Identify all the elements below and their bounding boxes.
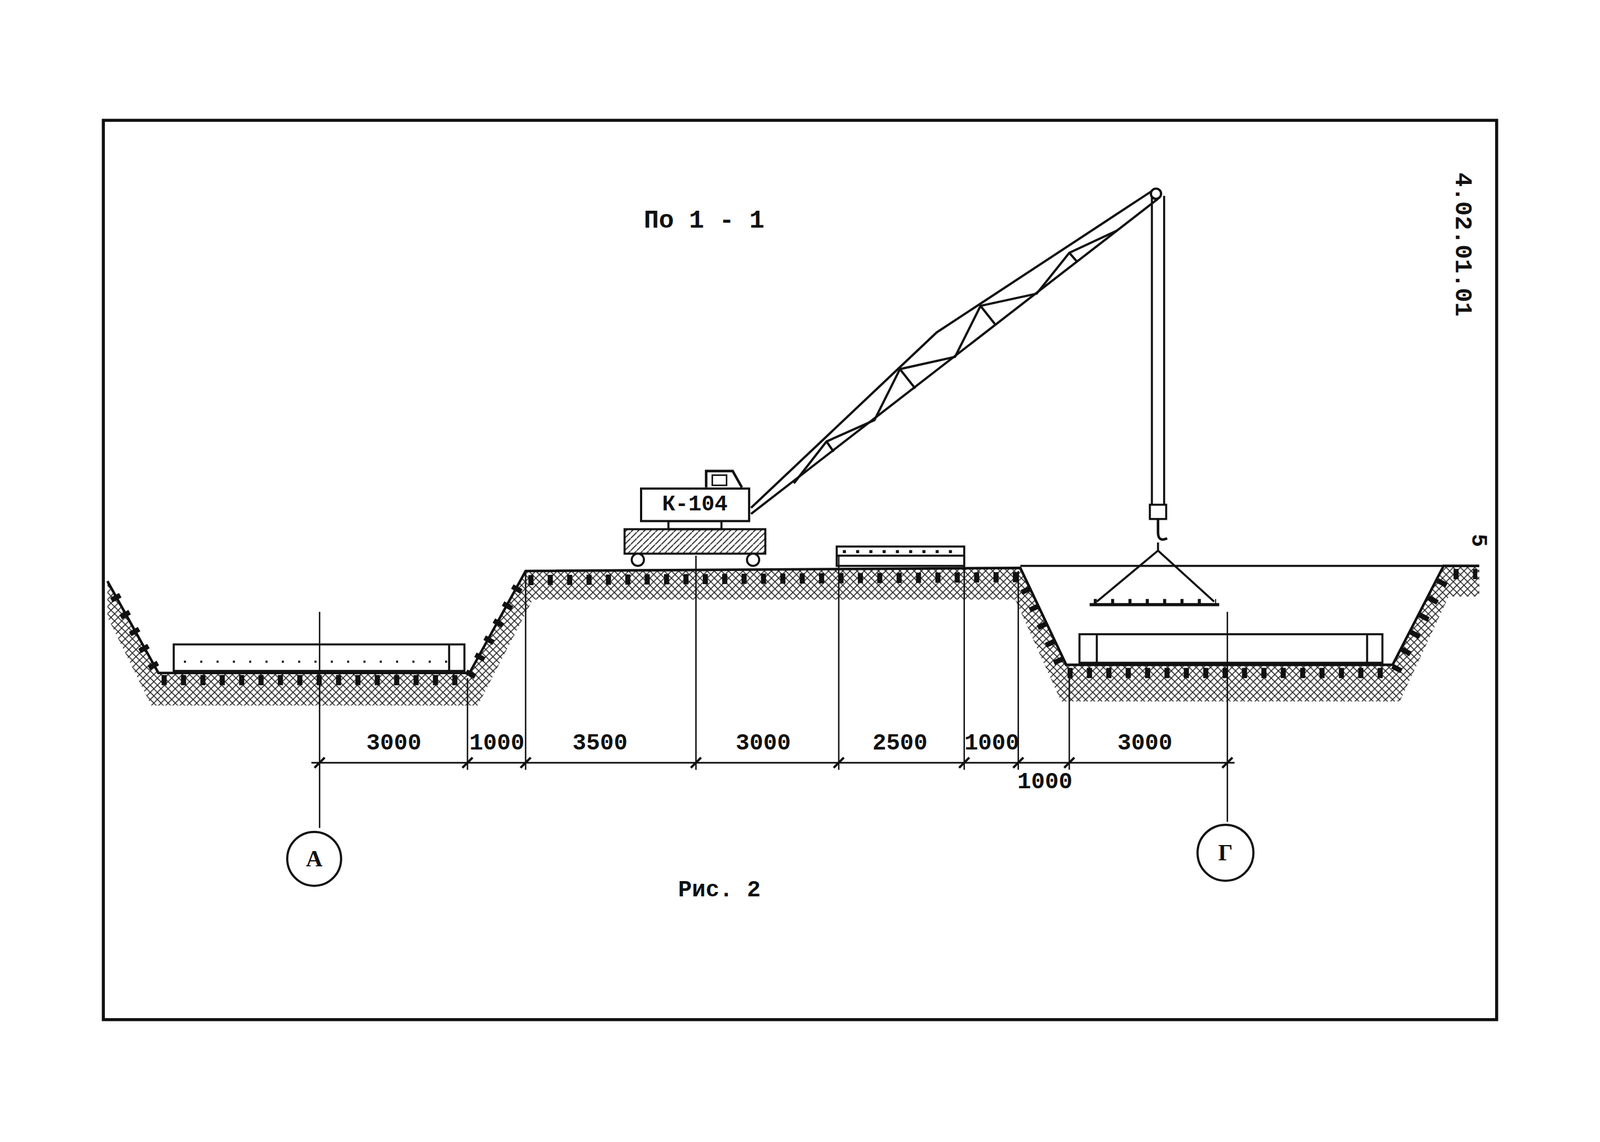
cab-outline [641,488,750,522]
ground-surface [107,566,1480,674]
extension-line [524,573,527,770]
dimension-label: 3000 [366,732,422,756]
hanging-slab-dots [1093,599,1217,604]
cabin-window [712,475,727,486]
dimension-line [311,762,1235,764]
extension-line [466,678,469,770]
crane-label: К-104 [662,494,728,517]
sheet-code: 4.02.01.01 [1450,172,1475,317]
axis-letter: Г [1218,841,1234,865]
axis-circle [287,832,342,887]
dimension-label: 3500 [572,732,628,756]
stack-dots [842,550,959,554]
crane-platform [624,529,766,554]
stack-outline [836,546,964,566]
dimension-label: 3000 [735,732,791,756]
hoist [1089,196,1219,606]
slab-dots [184,660,460,663]
axis-marker: А [285,830,343,888]
sling [1097,550,1159,602]
hook [1158,519,1168,541]
hook-block [1150,505,1167,520]
drawing-frame [103,120,1497,1020]
axis-circle [1197,825,1254,881]
extension-line [1068,667,1071,770]
ground-level-line [1020,565,1444,568]
dimension-label: 2500 [872,732,928,756]
crane-base [624,471,766,567]
extension-lines [319,555,1228,829]
sling [1157,542,1160,551]
stack-line [836,554,964,557]
extension-line [695,555,697,770]
wheel [747,553,760,566]
sling [1158,550,1215,602]
slab-end [448,644,451,672]
slab-end [1095,634,1099,663]
slab-outline [1079,634,1383,663]
axis-line [318,612,321,829]
dimension-label: 3000 [1117,732,1173,756]
soil-hatch [107,566,1480,707]
dimension-line [311,757,1235,769]
axis-marker: Г [1195,823,1255,883]
sheet-code: 5 [1466,534,1489,548]
slab-end [1366,634,1369,663]
axis-line [1226,612,1229,823]
slab-stack [836,546,964,566]
dimension-label: 1000 [469,732,525,756]
dimension-label: 1000 [1015,769,1075,796]
crane-boom [750,188,1161,515]
slab-right [1079,634,1383,663]
dimension-ticks [314,757,1233,769]
boom-chord [750,191,1151,508]
section-title: По 1 - 1 [643,208,765,234]
wheel [631,553,644,566]
crane-cab: К-104 [640,487,751,523]
boom-lattice [826,252,1078,452]
extension-line [838,555,840,770]
crane-cabin [706,471,742,488]
cable [1151,196,1154,516]
figure-caption: Рис. 2 [678,879,761,903]
cable [1163,196,1166,516]
boom-lattice [793,230,1118,484]
dimension-label: 1000 [964,732,1020,756]
axis-letter: А [305,847,323,871]
boom-chord [750,198,1158,514]
